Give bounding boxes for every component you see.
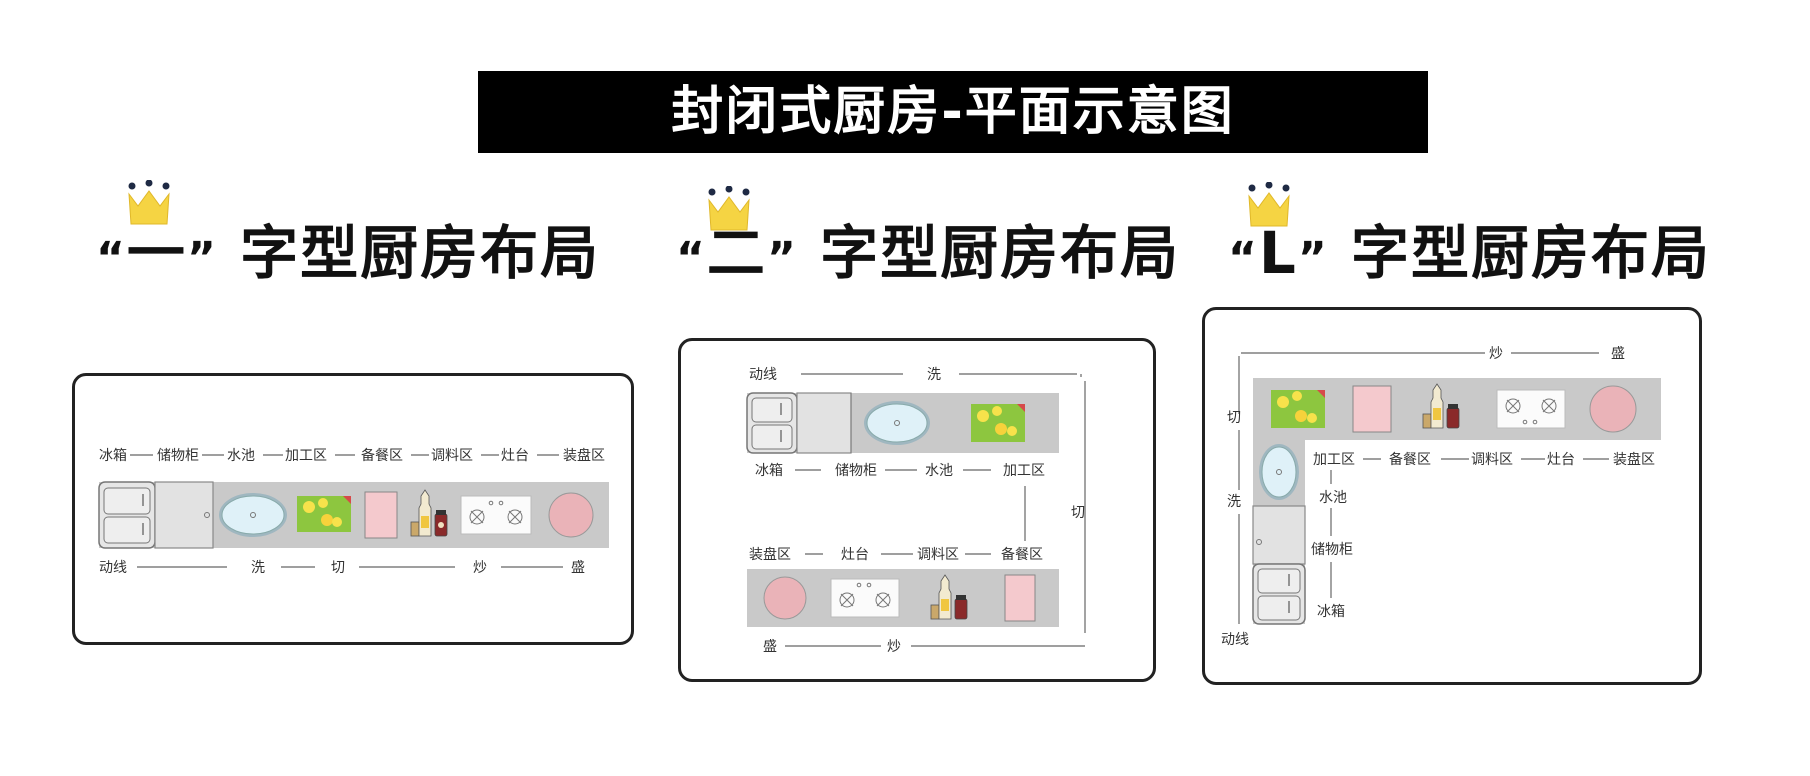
label-sink: 水池 <box>925 463 953 479</box>
quote-open: “ <box>676 233 707 284</box>
prep-board-icon <box>364 491 398 539</box>
heading-text: 字型厨房布局 <box>240 219 601 287</box>
label-flow: 动线 <box>1221 632 1249 648</box>
crown-icon <box>1248 182 1290 227</box>
label-fry: 炒 <box>1489 346 1503 362</box>
quote-open: “ <box>96 233 127 284</box>
label-serving-prep: 备餐区 <box>1389 451 1431 468</box>
label-stove: 灶台 <box>841 547 869 563</box>
cutting-board-icon <box>297 496 351 532</box>
sink-icon <box>219 493 287 537</box>
prep-board-icon <box>1352 385 1392 433</box>
quote-open: “ <box>1228 233 1259 284</box>
prep-board-icon <box>1004 574 1036 622</box>
seasoning-bottles-icon <box>1422 383 1460 429</box>
heading-text: 字型厨房布局 <box>820 219 1181 287</box>
quote-close: ” <box>1297 233 1329 284</box>
yi-layout-diagram: 冰箱 储物柜 水池 加工区 备餐区 调料区 灶台 装盘区 <box>98 447 609 576</box>
label-sink: 水池 <box>227 448 255 464</box>
l-layout-diagram: 炒 盛 切 洗 动线 <box>1221 346 1661 648</box>
quote-close: ” <box>186 233 218 284</box>
label-serving-prep: 备餐区 <box>361 447 403 464</box>
label-fridge: 冰箱 <box>99 448 127 464</box>
label-serve: 盛 <box>1611 346 1625 362</box>
fridge-icon <box>1252 563 1306 625</box>
plate-icon <box>763 576 807 620</box>
crown-icon <box>708 186 750 231</box>
heading-er-layout: “二” 字型厨房布局 <box>676 206 1180 290</box>
panel-yi-layout: 冰箱 储物柜 水池 加工区 备餐区 调料区 灶台 装盘区 <box>72 373 634 645</box>
cutting-board-icon <box>971 404 1025 442</box>
label-fry: 炒 <box>473 560 487 576</box>
label-wash: 洗 <box>1227 494 1241 510</box>
label-storage: 储物柜 <box>1311 542 1353 558</box>
label-plating: 装盘区 <box>749 546 791 563</box>
label-seasoning: 调料区 <box>1471 452 1513 468</box>
label-fridge: 冰箱 <box>1317 604 1345 620</box>
panel-l-layout: 炒 盛 切 洗 动线 <box>1202 307 1702 685</box>
page-title-banner: 封闭式厨房-平面示意图 <box>478 71 1428 153</box>
plate-icon <box>1589 385 1637 433</box>
cutting-board-icon <box>1271 390 1325 428</box>
label-stove: 灶台 <box>1547 452 1575 468</box>
fridge-icon <box>98 481 156 549</box>
storage-cabinet-icon <box>154 481 214 549</box>
label-serving-prep: 备餐区 <box>1001 546 1043 563</box>
label-serve: 盛 <box>571 560 585 576</box>
label-fridge: 冰箱 <box>755 463 783 479</box>
label-cut: 切 <box>331 560 345 576</box>
label-stove: 灶台 <box>501 448 529 464</box>
seasoning-bottles-icon <box>410 489 448 537</box>
label-wash: 洗 <box>927 367 941 383</box>
sink-icon <box>864 401 930 445</box>
stove-icon <box>830 578 900 618</box>
quote-close: ” <box>766 233 798 284</box>
label-serve: 盛 <box>763 639 777 655</box>
layout-char: 一 <box>126 219 187 287</box>
label-seasoning: 调料区 <box>431 448 473 464</box>
heading-text: 字型厨房布局 <box>1351 219 1712 287</box>
stove-icon <box>460 495 532 535</box>
label-sink: 水池 <box>1319 490 1347 506</box>
er-layout-diagram: 动线 洗 冰箱 储物柜 <box>746 367 1086 655</box>
label-flow: 动线 <box>99 560 127 576</box>
label-plating: 装盘区 <box>1613 451 1655 468</box>
label-prep: 加工区 <box>1003 463 1045 479</box>
sink-icon <box>1259 444 1299 500</box>
label-fry: 炒 <box>887 639 901 655</box>
panel-er-layout: 动线 洗 冰箱 储物柜 <box>678 338 1156 682</box>
label-storage: 储物柜 <box>835 463 877 479</box>
crown-icon <box>128 180 170 225</box>
label-seasoning: 调料区 <box>917 547 959 563</box>
storage-cabinet-icon <box>1252 505 1306 565</box>
label-cut: 切 <box>1227 410 1241 426</box>
page-title: 封闭式厨房-平面示意图 <box>671 82 1235 142</box>
stove-icon <box>1496 389 1566 429</box>
label-plating: 装盘区 <box>563 447 605 464</box>
label-prep: 加工区 <box>1313 452 1355 468</box>
label-flow: 动线 <box>749 367 777 383</box>
plate-icon <box>548 492 594 538</box>
label-storage: 储物柜 <box>157 448 199 464</box>
storage-cabinet-icon <box>796 392 852 454</box>
fridge-icon <box>746 392 798 454</box>
layout-char: 二 <box>706 219 767 287</box>
seasoning-bottles-icon <box>930 574 968 620</box>
label-cut: 切 <box>1071 505 1085 521</box>
label-wash: 洗 <box>251 560 265 576</box>
label-prep: 加工区 <box>285 448 327 464</box>
heading-yi-layout: “一” 字型厨房布局 <box>96 206 600 290</box>
layout-char: L <box>1258 219 1298 287</box>
heading-l-layout: “L” 字型厨房布局 <box>1228 206 1711 290</box>
